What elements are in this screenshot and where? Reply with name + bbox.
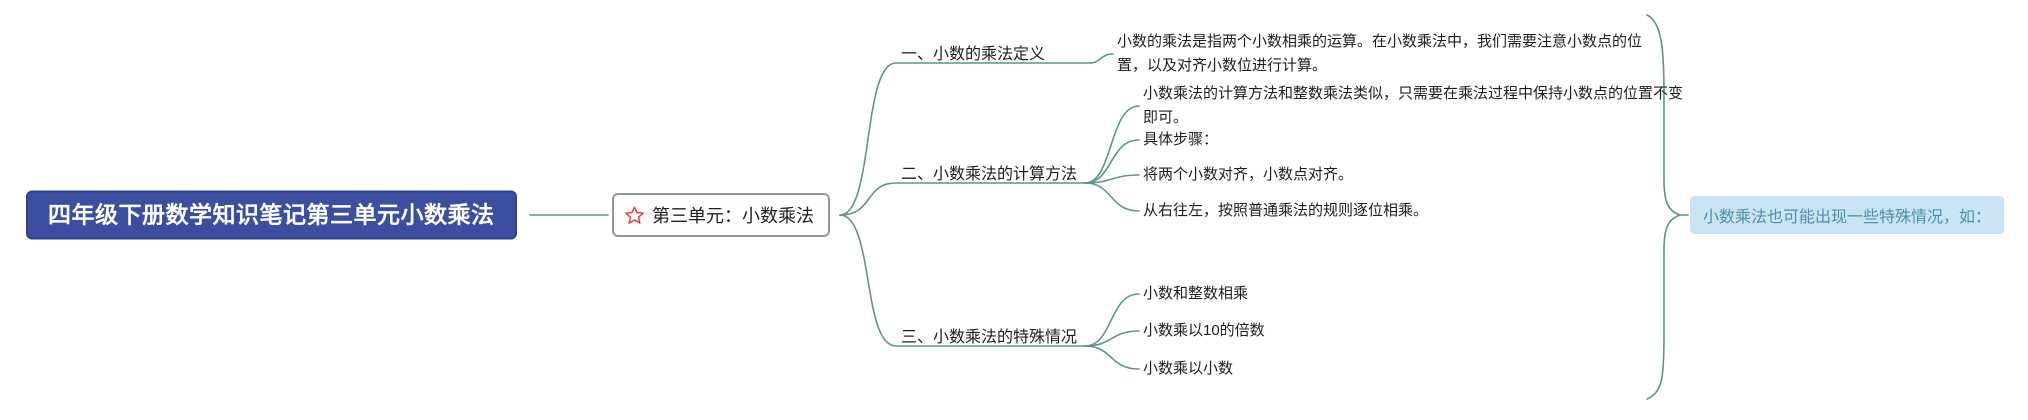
branch-node-special-cases[interactable]: 三、小数乘法的特殊情况 <box>901 329 1078 346</box>
leaf-method-overview[interactable]: 小数乘法的计算方法和整数乘法类似，只需要在乘法过程中保持小数点的位置不变即可。 <box>1143 85 1684 126</box>
edge-branch2-leaf3 <box>1084 174 1140 184</box>
leaf-step-multiply[interactable]: 从右往左，按照普通乘法的规则逐位相乘。 <box>1143 202 1429 219</box>
edge-branch2-leaf4 <box>1084 182 1140 212</box>
leaf-steps-heading[interactable]: 具体步骤： <box>1143 131 1219 148</box>
leaf-decimal-times-decimal[interactable]: 小数乘以小数 <box>1143 360 1234 377</box>
branch-node-definition[interactable]: 一、小数的乘法定义 <box>901 46 1046 63</box>
edge-branch1-leaf1 <box>1089 53 1114 64</box>
leaf-decimal-times-ten[interactable]: 小数乘以10的倍数 <box>1143 322 1265 339</box>
leaf-step-align[interactable]: 将两个小数对齐，小数点对齐。 <box>1143 166 1354 183</box>
branch-node-method[interactable]: 二、小数乘法的计算方法 <box>901 166 1078 183</box>
root-topic-label: 四年级下册数学知识笔记第三单元小数乘法 <box>48 201 495 228</box>
leaf-decimal-times-integer[interactable]: 小数和整数相乘 <box>1143 285 1249 302</box>
edge-topic-branch1 <box>839 62 1091 216</box>
edge-topic-branch3 <box>839 214 1086 347</box>
main-topic-label: 第三单元：小数乘法 <box>652 206 814 226</box>
root-topic-node[interactable]: 四年级下册数学知识笔记第三单元小数乘法 <box>26 190 517 240</box>
main-topic-node[interactable]: 第三单元：小数乘法 <box>612 193 830 237</box>
edge-topic-branch2 <box>839 182 1086 216</box>
edge-branch3-leaf2 <box>1084 330 1140 347</box>
summary-label[interactable]: 小数乘法也可能出现一些特殊情况，如： <box>1690 196 2005 234</box>
edge-branch2-leaf2 <box>1084 139 1140 184</box>
edge-branch3-leaf1 <box>1084 293 1140 347</box>
edge-branch3-leaf3 <box>1084 345 1140 370</box>
star-icon <box>625 205 644 224</box>
edge-branch2-leaf1 <box>1084 105 1140 184</box>
summary-brace <box>1646 14 1683 400</box>
leaf-definition-text[interactable]: 小数的乘法是指两个小数相乘的运算。在小数乘法中，我们需要注意小数点的位置，以及对… <box>1117 33 1643 74</box>
